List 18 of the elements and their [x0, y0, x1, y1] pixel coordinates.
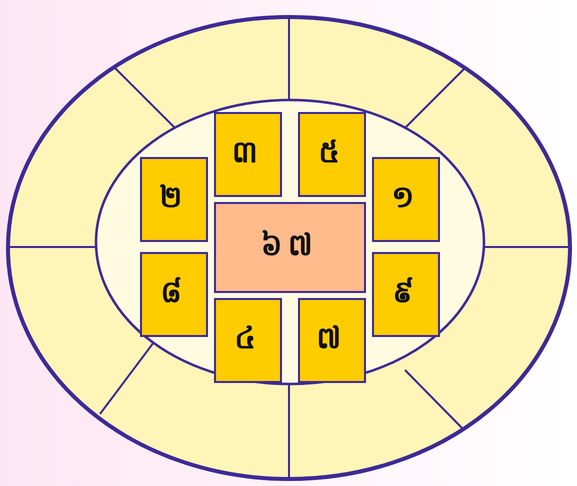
numbered-box	[372, 252, 440, 337]
numbered-box	[214, 112, 282, 197]
numeral: ៦៧	[261, 226, 319, 264]
numbered-box	[372, 157, 440, 242]
numeral: ៥	[318, 134, 346, 172]
numeral: ៩	[392, 274, 420, 312]
center-box	[214, 202, 366, 293]
numbered-box	[298, 112, 366, 197]
numbered-box	[140, 157, 208, 242]
numbered-box	[214, 298, 282, 383]
numeral: ១	[392, 178, 420, 216]
numeral: ៤	[234, 320, 262, 358]
numeral: ៨	[160, 274, 188, 312]
numbered-box	[298, 298, 366, 383]
numbered-box	[140, 252, 208, 337]
numeral: ៧	[316, 320, 348, 358]
numeral: ២	[160, 178, 188, 216]
numeral: ៣	[232, 134, 264, 172]
